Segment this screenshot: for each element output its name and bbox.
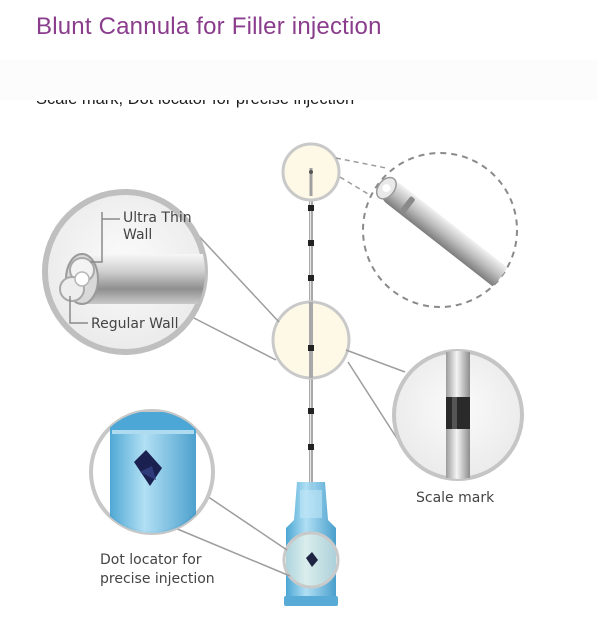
- tip-callout-circle: [362, 152, 518, 308]
- dot-locator-label-line1: Dot locator for: [100, 552, 202, 568]
- scale-mark-label: Scale mark: [416, 490, 495, 506]
- callout-connectors: [174, 157, 406, 577]
- ultra-thin-label-line1: Ultra Thin: [123, 210, 192, 226]
- hub-dot: [306, 552, 318, 567]
- dot-locator-callout-circle: [89, 409, 215, 535]
- dot-locator-label: Dot locator for precise injection: [100, 551, 215, 589]
- ultra-thin-wall-label: Ultra Thin Wall: [123, 210, 192, 244]
- scale-mark-callout-circle: [392, 349, 524, 481]
- dot-locator-label-line2: precise injection: [100, 571, 215, 587]
- page-title: Blunt Cannula for Filler injection: [36, 13, 382, 40]
- regular-wall-label: Regular Wall: [91, 316, 179, 332]
- wall-callout-circle: [42, 189, 208, 355]
- ultra-thin-label-line2: Wall: [123, 227, 153, 243]
